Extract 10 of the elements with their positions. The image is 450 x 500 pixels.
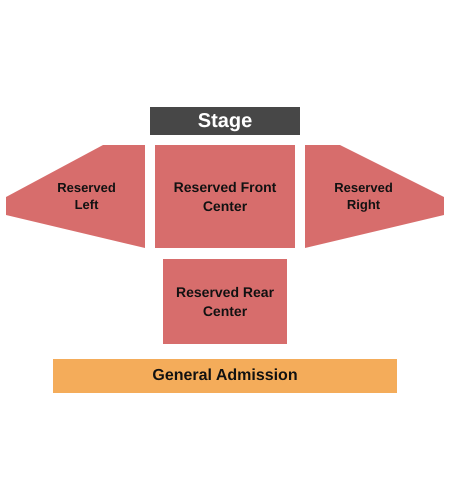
stage-block (150, 107, 300, 135)
seating-section (163, 259, 287, 344)
section-label: Reserved Front Center (172, 178, 278, 215)
section-label: Stage (196, 109, 254, 134)
section-label: Reserved Right (333, 180, 394, 214)
section-label: Reserved Left (56, 180, 117, 214)
general-admission-area (53, 359, 397, 393)
section-label: Reserved Rear Center (174, 283, 276, 320)
section-label: General Admission (151, 366, 299, 386)
seating-section (155, 145, 295, 248)
